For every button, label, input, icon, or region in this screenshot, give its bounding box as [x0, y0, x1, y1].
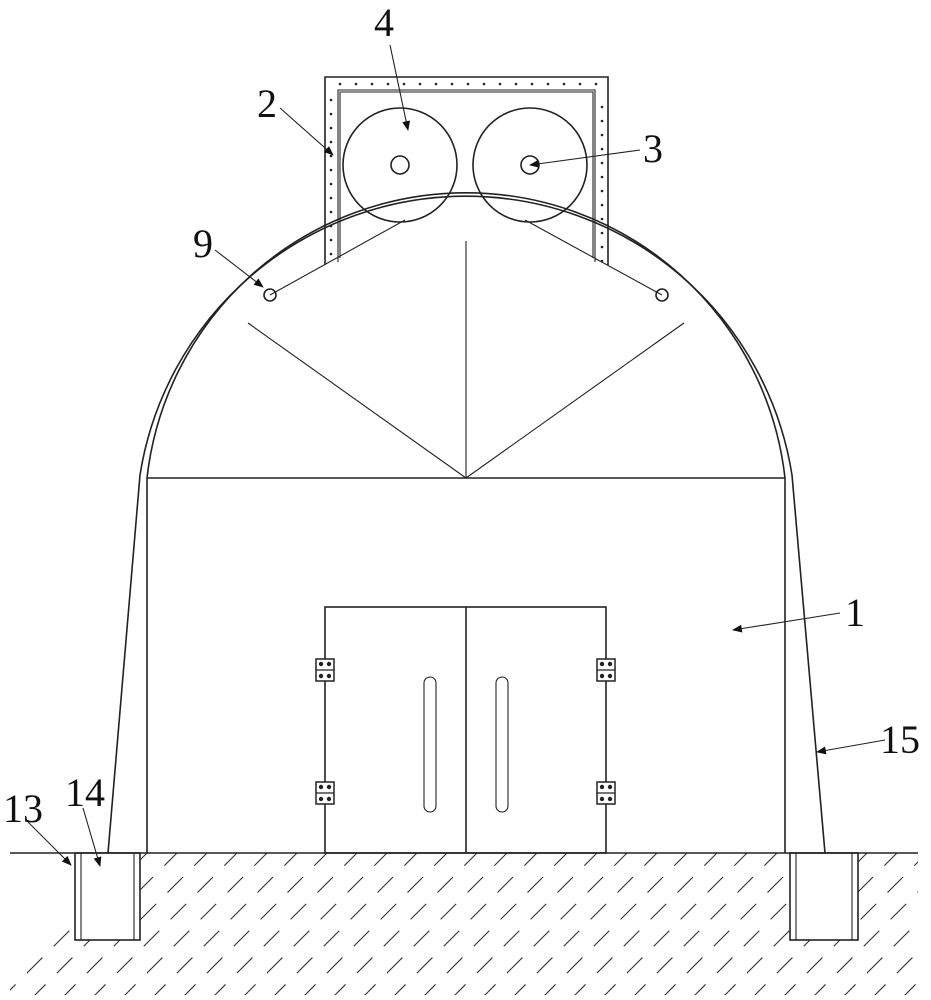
label-socket: 14	[65, 770, 105, 815]
label-left-foundation: 13	[3, 786, 43, 831]
label-roller-guide: 9	[193, 221, 213, 266]
cover-box	[324, 76, 609, 265]
right-roller-guide	[655, 288, 669, 302]
left-foundation	[74, 852, 141, 941]
ground-hatching	[10, 853, 918, 995]
label-cover-box: 2	[257, 81, 277, 126]
label-support-leg: 15	[880, 717, 920, 762]
left-roller	[342, 107, 458, 223]
left-roller-guide	[263, 288, 277, 302]
arch-roof	[139, 192, 793, 479]
door-hinges	[315, 658, 616, 805]
leader-lines	[27, 44, 886, 867]
support-legs	[107, 474, 826, 854]
label-roller: 4	[374, 0, 394, 45]
label-housing: 1	[845, 590, 865, 635]
right-foundation	[789, 852, 859, 941]
label-shaft: 3	[643, 126, 663, 171]
double-door	[324, 606, 607, 854]
